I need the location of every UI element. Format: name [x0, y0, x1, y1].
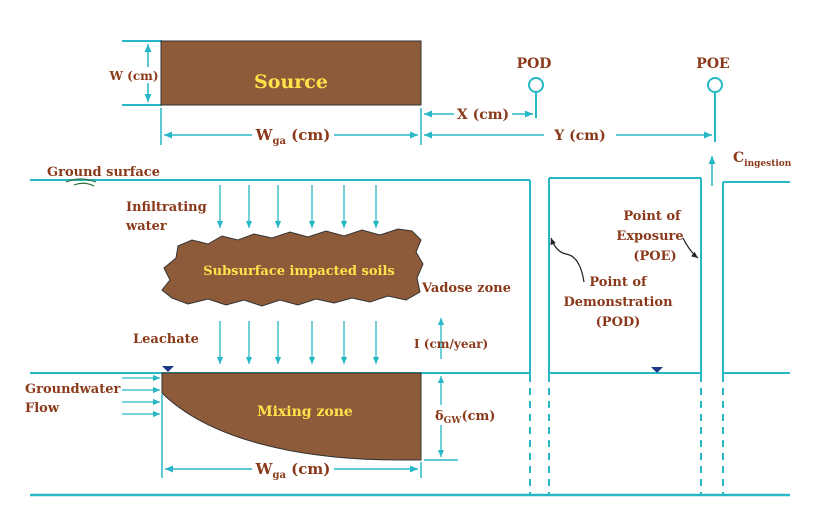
water-table-marker-right — [651, 367, 663, 373]
leachate-arrows — [216, 321, 380, 364]
groundwater-flow-label-2: Flow — [25, 401, 60, 416]
ground-surface: Ground surface — [30, 165, 531, 375]
mixing-zone: Mixing zone — [161, 372, 422, 461]
water-table-marker-left — [162, 366, 174, 372]
groundwater-flow-arrows — [122, 374, 160, 418]
pod-marker: POD — [517, 56, 552, 118]
wga-top-dimension: Wga (cm) — [160, 108, 422, 147]
infiltrating-water-label-1: Infiltrating — [126, 200, 207, 215]
c-ingestion-label: Cingestion — [733, 150, 792, 169]
wga-top-label: Wga (cm) — [255, 126, 331, 147]
y-dimension: Y (cm) — [424, 128, 712, 144]
c-ingestion: Cingestion — [708, 150, 792, 186]
y-label: Y (cm) — [553, 128, 605, 144]
svg-text:(POE): (POE) — [633, 249, 676, 264]
infiltrating-water-label-2: water — [125, 219, 167, 234]
x-label: X (cm) — [457, 107, 509, 123]
vadose-zone-label: Vadose zone — [421, 281, 511, 296]
svg-text:(POD): (POD) — [596, 315, 641, 330]
mixing-zone-label: Mixing zone — [257, 404, 353, 420]
poe-well — [722, 181, 790, 495]
groundwater-flow-label-1: Groundwater — [25, 382, 121, 397]
svg-text:Point of: Point of — [589, 275, 648, 290]
source-label: Source — [254, 71, 328, 93]
infiltration-arrows — [216, 185, 380, 228]
source-width-label: W (cm) — [108, 69, 158, 83]
wga-bottom-label: Wga (cm) — [255, 460, 331, 481]
source-block — [160, 40, 422, 106]
ground-surface-label: Ground surface — [47, 165, 160, 180]
dgw-label: δGW(cm) — [435, 409, 495, 426]
pod-well — [529, 177, 702, 495]
subsurface-soils: Subsurface impacted soils — [161, 228, 424, 307]
infiltration-rate-label: I (cm/year) — [414, 337, 488, 351]
subsurface-label: Subsurface impacted soils — [203, 264, 394, 279]
wga-bottom-dimension: Wga (cm) — [161, 394, 422, 481]
x-dimension: X (cm) — [424, 107, 533, 123]
svg-text:Point of: Point of — [623, 209, 682, 224]
leachate-label: Leachate — [133, 332, 199, 347]
source-group: Source W (cm) — [108, 40, 422, 106]
poe-label: POE — [696, 56, 729, 72]
poe-marker: POE — [696, 56, 730, 142]
point-of-demonstration: Point of Demonstration (POD) — [550, 237, 673, 330]
svg-text:Demonstration: Demonstration — [563, 295, 673, 310]
infiltration-rate-dimension: I (cm/year) — [414, 318, 488, 359]
svg-text:Exposure: Exposure — [616, 229, 683, 244]
point-of-exposure: Point of Exposure (POE) — [616, 209, 699, 264]
dgw-dimension: δGW(cm) — [424, 376, 495, 461]
pod-label: POD — [517, 56, 552, 72]
